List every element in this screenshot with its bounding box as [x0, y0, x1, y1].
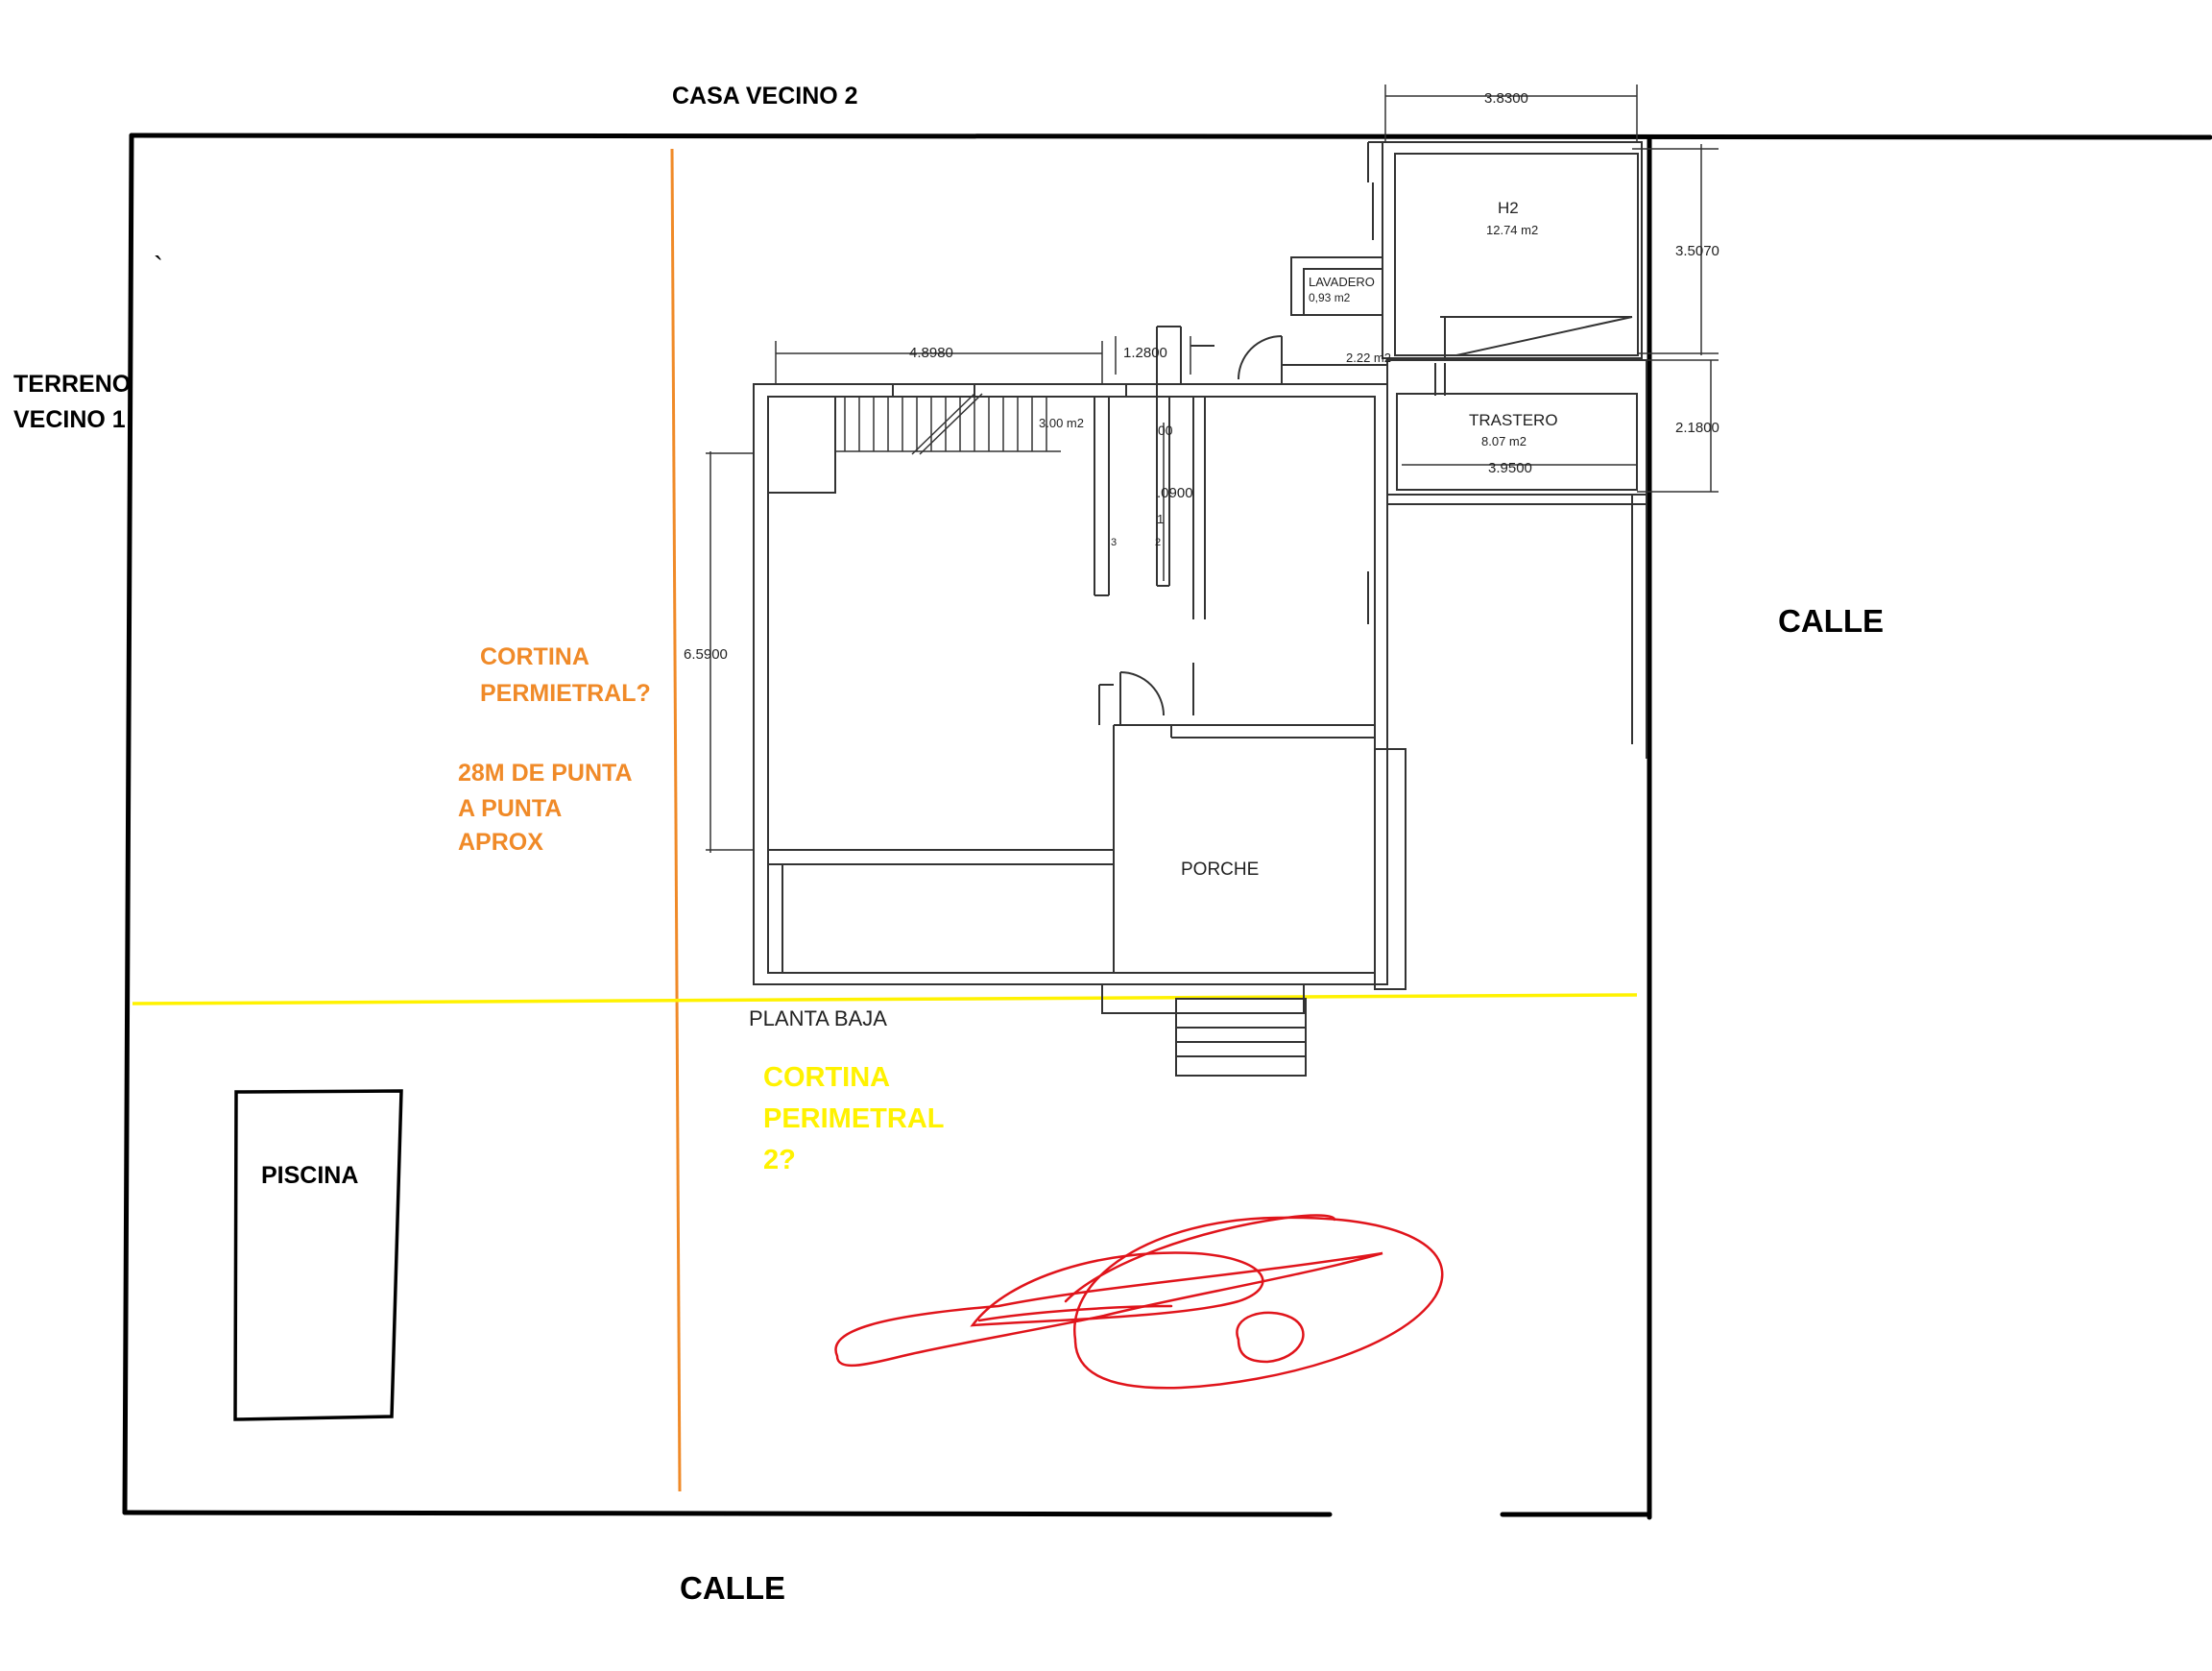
lavadero-area: 0,93 m2	[1309, 291, 1351, 304]
cortina-2-line2: PERIMETRAL	[763, 1103, 945, 1134]
trastero-label: TRASTERO	[1469, 411, 1558, 429]
stairs-area: 3.00 m2	[1039, 416, 1084, 430]
tick-mark: `	[154, 252, 163, 283]
calle-right-label: CALLE	[1778, 603, 1884, 639]
orange-curtain-line	[670, 148, 682, 1492]
pool	[233, 1089, 403, 1421]
casa-vecino-2-label: CASA VECINO 2	[672, 83, 858, 109]
h2-room	[1382, 141, 1643, 359]
dimension-lines	[706, 85, 1719, 853]
corridor-fragment-0900: .0900	[1157, 485, 1193, 501]
boundary-bottom-left	[122, 1510, 1333, 1517]
measure-line3: APROX	[458, 829, 543, 856]
dimension-right-lower: 2.1800	[1675, 420, 1719, 436]
terreno-vecino-1-label-line2: VECINO 1	[13, 406, 126, 433]
cortina-1-line1: CORTINA	[480, 643, 589, 670]
calle-bottom-label: CALLE	[680, 1570, 785, 1606]
terreno-vecino-1-label-line1: TERRENO	[13, 371, 131, 398]
red-scribble	[834, 1214, 1444, 1390]
dimension-top-right: 3.8300	[1484, 90, 1528, 107]
lavadero-label: LAVADERO	[1309, 275, 1375, 289]
cortina-2-line3: 2?	[763, 1145, 796, 1175]
boundary-left	[122, 133, 134, 1515]
dimension-top-left: 4.8980	[909, 345, 953, 361]
h2-area: 12.74 m2	[1486, 223, 1538, 237]
house-inner-wall	[767, 396, 1376, 974]
porche-label: PORCHE	[1181, 860, 1259, 880]
cortina-1-line2: PERMIETRAL?	[480, 680, 651, 707]
corridor-fragment-1: 1	[1157, 512, 1164, 526]
dimension-trastero-width: 3.9500	[1488, 460, 1532, 476]
h2-label: H2	[1498, 199, 1519, 217]
stairs	[767, 396, 836, 494]
cortina-2-line1: CORTINA	[763, 1062, 890, 1093]
planta-baja-label: PLANTA BAJA	[749, 1006, 887, 1030]
dimension-right-upper: 3.5070	[1675, 243, 1719, 259]
measure-line2: A PUNTA	[458, 795, 562, 822]
corridor-fragment-00: 00	[1158, 423, 1173, 438]
piscina-label: PISCINA	[261, 1162, 358, 1189]
house-outer-wall	[753, 383, 1388, 985]
lot-boundary	[122, 133, 2212, 1520]
measure-line1: 28M DE PUNTA	[458, 760, 633, 787]
boundary-top	[129, 133, 2212, 140]
dimension-left-height: 6.5900	[684, 646, 728, 663]
corridor-fragment-2: 2	[1155, 537, 1161, 548]
hall-area: 2.22 m2	[1346, 351, 1391, 365]
trastero-room	[1386, 359, 1647, 496]
corridor-fragment-3: 3	[1111, 537, 1117, 548]
yellow-curtain-line	[132, 993, 1638, 1005]
floor-plan	[753, 141, 1647, 1077]
trastero-area: 8.07 m2	[1481, 434, 1527, 448]
dimension-top-mid: 1.2800	[1123, 345, 1167, 361]
